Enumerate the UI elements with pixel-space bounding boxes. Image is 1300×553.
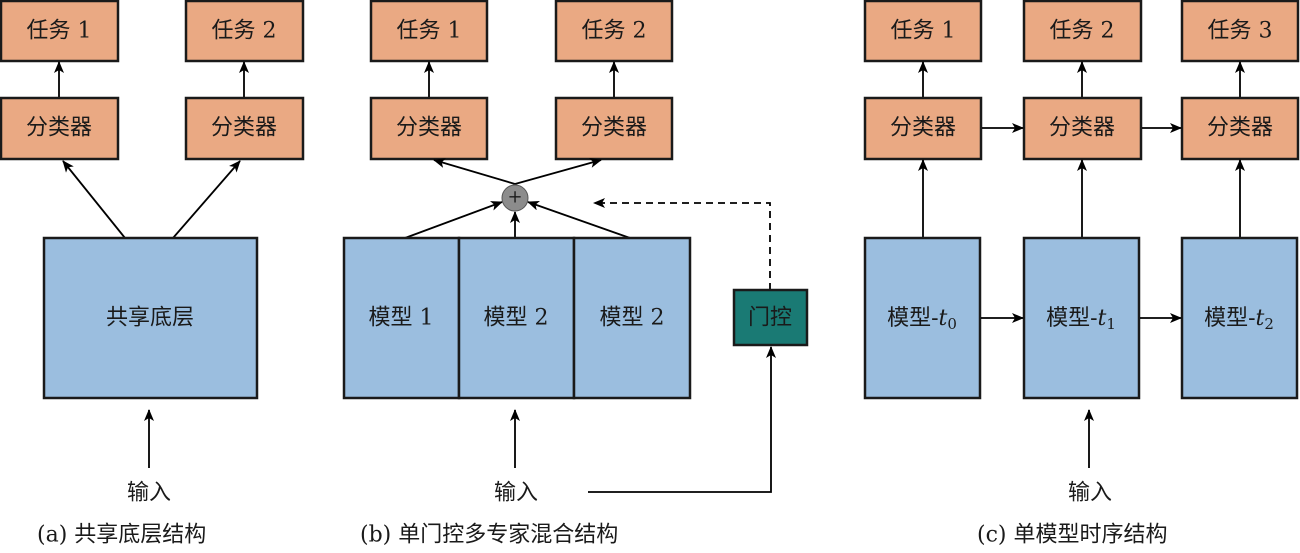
- classifier-label-1: 分类器: [890, 116, 956, 141]
- caption-b: (b) 单门控多专家混合结构: [360, 523, 618, 548]
- panel-a: 任务 1 任务 2 分类器 分类器 共享底层 输入 (a) 共享底层结构: [0, 0, 305, 548]
- task-box-1: [0, 0, 120, 63]
- task-box-2: [184, 0, 305, 63]
- classifier-label-2: 分类器: [1049, 116, 1115, 141]
- classifier-box-2: [184, 96, 305, 161]
- arrow-model1-to-combine: [404, 201, 503, 239]
- shared-base-label: 共享底层: [106, 306, 194, 331]
- input-label-b: 输入: [494, 481, 538, 506]
- panel-c: 任务 1 任务 2 任务 3 分类器 分类器 分类器 模型-t0 模型-t1 模…: [863, 0, 1300, 548]
- classifier-label-3: 分类器: [1207, 116, 1273, 141]
- caption-a: (a) 共享底层结构: [37, 523, 206, 548]
- classifier-box-2: [1022, 96, 1143, 161]
- classifier-box-1: [369, 96, 489, 161]
- classifier-box-1: [0, 96, 120, 161]
- classifier-label-1: 分类器: [26, 116, 92, 141]
- input-label-a: 输入: [127, 481, 171, 506]
- classifier-box-3: [1180, 96, 1300, 161]
- gate-box: [732, 288, 809, 347]
- task-label-3: 任务 3: [1208, 19, 1273, 44]
- combine-node: [501, 184, 529, 212]
- task-label-2: 任务 2: [582, 19, 647, 44]
- arrow-model3-to-combine: [527, 200, 631, 239]
- model-label-3: 模型 2: [600, 306, 665, 331]
- arrow-base-to-classifier-1: [62, 160, 126, 239]
- shared-base-box: [42, 236, 259, 400]
- model-label-t0: 模型-t0: [887, 306, 957, 334]
- model-label-t1: 模型-t1: [1046, 306, 1116, 334]
- model-box-t2: [1180, 236, 1299, 400]
- model-box-2: [457, 236, 576, 400]
- task-box-2: [554, 0, 674, 63]
- task-label-1: 任务 1: [891, 19, 956, 44]
- model-box-t0: [863, 236, 982, 400]
- classifier-box-1: [863, 96, 983, 161]
- model-label-2: 模型 2: [484, 306, 549, 331]
- gate-dashed-arrow: [593, 198, 771, 290]
- plus-icon: +: [507, 187, 522, 208]
- model-label-1: 模型 1: [369, 306, 434, 331]
- arrow-base-to-classifier-2: [172, 160, 241, 239]
- task-label-1: 任务 1: [27, 19, 92, 44]
- arrow-input-to-gate: [588, 346, 776, 493]
- caption-c: (c) 单模型时序结构: [977, 523, 1167, 548]
- classifier-box-2: [554, 96, 674, 161]
- task-label-1: 任务 1: [397, 19, 462, 44]
- model-box-3: [572, 236, 692, 400]
- task-label-2: 任务 2: [212, 19, 277, 44]
- task-label-2: 任务 2: [1050, 19, 1115, 44]
- input-label-c: 输入: [1068, 481, 1112, 506]
- arrow-combine-to-classifier-2: [514, 158, 602, 185]
- model-box-1: [342, 236, 461, 400]
- classifier-label-1: 分类器: [396, 116, 462, 141]
- model-box-t1: [1022, 236, 1141, 400]
- arrow-combine-to-classifier-1: [433, 158, 516, 185]
- classifier-label-2: 分类器: [581, 116, 647, 141]
- gate-label: 门控: [748, 306, 792, 331]
- model-label-t2: 模型-t2: [1204, 306, 1274, 334]
- task-box-3: [1180, 0, 1300, 63]
- panel-b: 任务 1 任务 2 分类器 分类器 + 模型 1 模型 2 模型 2 门控 输入…: [342, 0, 809, 548]
- classifier-label-2: 分类器: [211, 116, 277, 141]
